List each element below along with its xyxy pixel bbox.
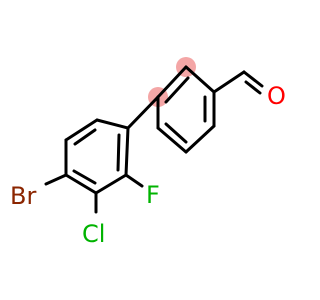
bond [64,118,99,142]
bond [184,65,216,94]
bond [95,118,130,130]
bond-inner [116,133,121,172]
bond [242,70,264,88]
bond [94,173,128,195]
bromine-label: Br [10,182,36,210]
bond [44,173,68,186]
bond-inner [164,122,188,144]
bond [184,124,216,154]
bond [212,70,246,94]
structure-canvas: O F Cl Br [10,57,286,248]
oxygen-label: O [267,82,286,110]
bond [244,80,262,95]
fluorine-label: F [146,181,160,209]
bond-inner [164,76,190,104]
bond [124,126,130,177]
bond-inner [72,169,97,185]
bond [126,95,160,130]
bond-inner [73,128,97,146]
bond [156,65,188,99]
chlorine-label: Cl [82,220,105,248]
bond [156,126,188,154]
bond [124,173,144,188]
molecule-diagram: O F Cl Br [10,57,286,248]
bond [64,173,98,195]
